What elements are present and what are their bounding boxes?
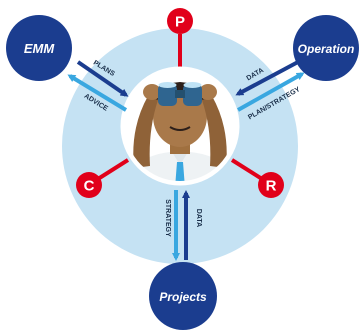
node-emm: EMM	[6, 15, 72, 81]
node-operation: Operation	[293, 15, 359, 81]
svg-text:P: P	[175, 14, 185, 31]
marker-p: P	[167, 8, 193, 34]
svg-text:R: R	[266, 178, 277, 195]
svg-text:DATA: DATA	[195, 209, 202, 227]
marker-r: R	[258, 172, 284, 198]
svg-text:EMM: EMM	[24, 41, 56, 56]
svg-text:Projects: Projects	[159, 290, 207, 304]
svg-text:C: C	[84, 178, 95, 195]
arrow-strategy: STRATEGY	[164, 190, 180, 261]
node-projects: Projects	[149, 262, 217, 330]
arrow-data-bottom: DATA	[182, 190, 202, 260]
marker-c: C	[76, 172, 102, 198]
svg-text:STRATEGY: STRATEGY	[164, 199, 171, 237]
svg-text:Operation: Operation	[298, 42, 355, 56]
